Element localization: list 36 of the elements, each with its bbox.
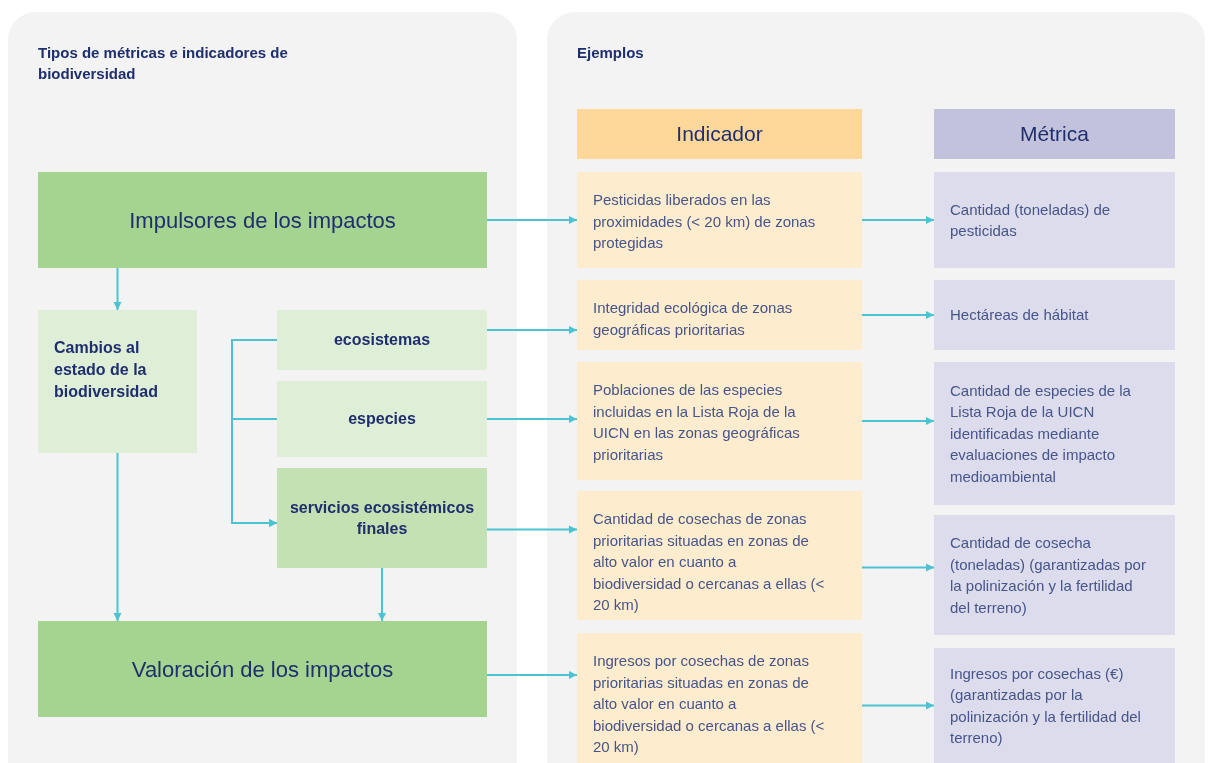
process-box: Cambios al estado de la biodiversidad — [38, 310, 197, 453]
arrow — [861, 417, 935, 425]
metric-box: Cantidad de cosecha (toneladas) (garantizadas por la polinización y la fertilidad del terreno) — [934, 515, 1175, 635]
column-header: Métrica — [934, 109, 1175, 159]
panel-heading: Ejemplos — [577, 43, 645, 63]
arrow — [861, 216, 935, 224]
indicator-box: Poblaciones de las especies incluidas en la Lista Roja de la UICN en las zonas geográficas prioritarias — [577, 362, 862, 480]
arrow — [486, 326, 578, 334]
column-header: Indicador — [577, 109, 862, 159]
arrow — [861, 563, 935, 572]
metric-box: Cantidad de especies de la Lista Roja de la UICN identificadas mediante evaluaciones de impacto medioambiental — [934, 362, 1175, 505]
arrow — [861, 311, 935, 319]
indicator-box: Ingresos por cosechas de zonas prioritarias situadas en zonas de alto valor en cuanto a biodiversidad o cercanas a ellas (< 20 km) — [577, 633, 862, 763]
metric-box: Ingresos por cosechas (€) (garantizadas por la polinización y la fertilidad del terreno) — [934, 648, 1175, 763]
category-box: especies — [277, 381, 487, 457]
arrow — [486, 415, 578, 423]
process-box: Valoración de los impactos — [38, 621, 487, 717]
process-panel — [8, 12, 517, 763]
indicator-box: Pesticidas liberados en las proximidades (< 20 km) de zonas protegidas — [577, 172, 862, 268]
arrow — [113, 452, 122, 622]
arrow — [231, 418, 278, 527]
arrow — [486, 525, 578, 534]
arrow — [486, 671, 578, 679]
category-box: servicios ecosistémicos finales — [277, 468, 487, 568]
arrow — [486, 216, 578, 224]
category-box: ecosistemas — [277, 310, 487, 370]
arrow — [861, 701, 935, 710]
process-panel — [547, 12, 1205, 763]
panel-heading: Tipos de métricas e indicadores de biodiversidad — [38, 43, 289, 84]
metric-box: Hectáreas de hábitat — [934, 280, 1175, 350]
arrow — [113, 267, 122, 311]
process-box: Impulsores de los impactos — [38, 172, 487, 268]
indicator-box: Cantidad de cosechas de zonas prioritarias situadas en zonas de alto valor en cuanto a biodiversidad o cercanas a ellas (< 20 km) — [577, 491, 862, 620]
arrow — [378, 567, 386, 622]
metric-box: Cantidad (toneladas) de pesticidas — [934, 172, 1175, 268]
indicator-box: Integridad ecológica de zonas geográficas prioritarias — [577, 280, 862, 350]
